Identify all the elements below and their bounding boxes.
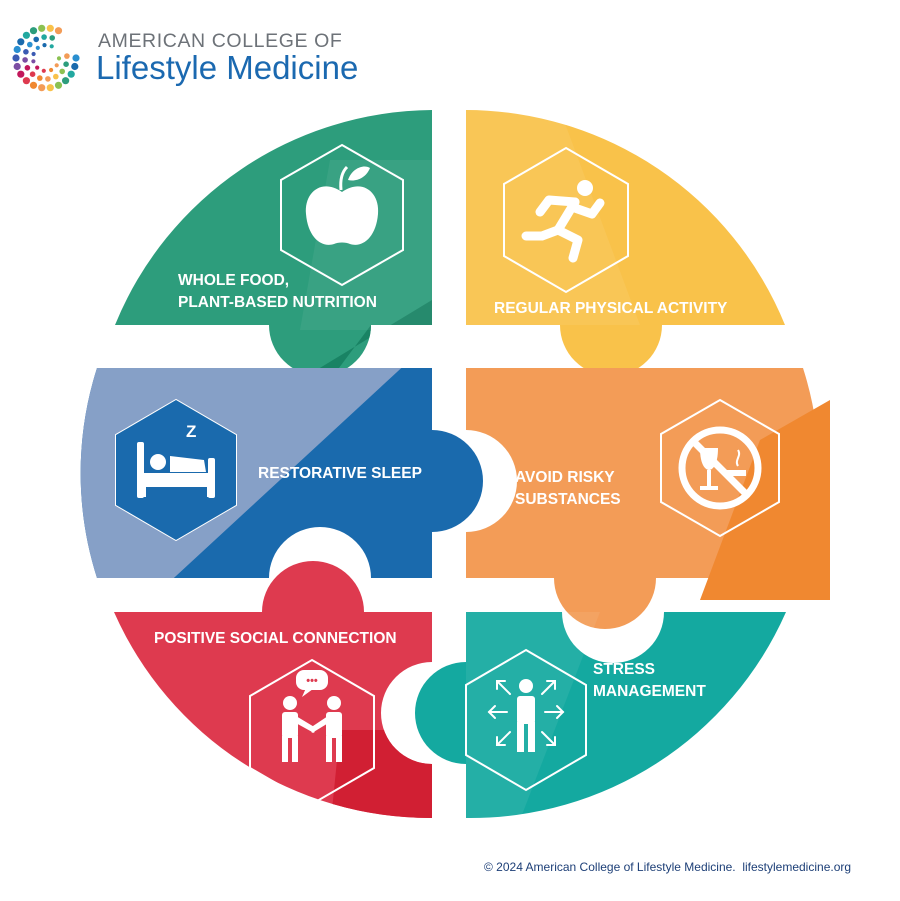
footer: © 2024 American College of Lifestyle Med… <box>484 860 851 874</box>
logo-dot <box>46 84 54 92</box>
logo-dot <box>45 76 51 82</box>
org-name-line2: Lifestyle Medicine <box>96 49 359 86</box>
logo-dot <box>54 81 63 89</box>
puzzle-piece-stress <box>415 612 786 819</box>
logo-dot <box>49 35 55 41</box>
piece-shade <box>330 730 432 819</box>
logo-dot <box>49 67 54 73</box>
logo-dot <box>22 57 28 63</box>
hexagon-frame <box>249 658 375 806</box>
pillar-sleep: Z RESTORATIVE SLEEP <box>80 368 483 578</box>
logo-dot <box>42 43 47 48</box>
logo-dot <box>59 68 65 75</box>
logo-dot <box>64 53 70 59</box>
logo-dot <box>41 34 47 40</box>
org-name-line1: AMERICAN COLLEGE OF <box>98 30 343 52</box>
logo-dot <box>46 24 54 32</box>
logo-dot <box>71 62 79 71</box>
hexagon-frame <box>280 143 404 287</box>
logo-dot <box>35 45 40 50</box>
logo-dot <box>54 63 59 68</box>
dot-ring-logo-icon <box>12 24 80 92</box>
pillar-label-sleep: RESTORATIVE SLEEP <box>258 465 422 482</box>
pillar-label-nutrition: WHOLE FOOD,PLANT-BASED NUTRITION <box>178 272 377 311</box>
logo-dot <box>38 84 46 92</box>
logo-dot <box>27 41 33 48</box>
piece-shade <box>300 300 432 376</box>
hexagon-frame <box>465 648 587 792</box>
logo-dot <box>22 31 30 39</box>
logo-dot <box>62 77 70 85</box>
logo-dot <box>37 75 43 81</box>
logo-dot <box>31 51 36 57</box>
logo-dot <box>17 70 25 78</box>
pillar-nutrition: WHOLE FOOD,PLANT-BASED NUTRITION <box>115 110 432 376</box>
hexagon-frame <box>503 146 629 294</box>
puzzle-piece-activity <box>466 110 785 376</box>
piece-shade <box>700 400 830 600</box>
logo-dot <box>35 65 40 70</box>
logo-dot <box>63 61 69 67</box>
logo-dot <box>72 54 80 62</box>
speech-dots-text: ••• <box>306 675 318 687</box>
logo-dot <box>33 36 39 43</box>
pillar-label-social: POSITIVE SOCIAL CONNECTION <box>154 630 397 647</box>
bed-icon <box>137 442 215 498</box>
pillar-social: ••• POSITIVE SOCIAL CONNECTION <box>114 561 432 819</box>
runner-icon <box>521 180 605 263</box>
logo-dot <box>41 68 46 73</box>
logo-dot <box>67 70 75 78</box>
logo-dot <box>38 24 46 32</box>
brand-logo: AMERICAN COLLEGE OF Lifestyle Medicine <box>10 22 410 94</box>
copyright-text: © 2024 American College of Lifestyle Med… <box>484 860 736 874</box>
pillar-label-activity: REGULAR PHYSICAL ACTIVITY <box>494 300 728 317</box>
logo-dot <box>29 27 38 35</box>
logo-dot <box>12 54 20 62</box>
website-link[interactable]: lifestylemedicine.org <box>742 860 852 874</box>
logo-dot <box>49 44 54 49</box>
logo-dot <box>22 77 30 85</box>
logo-dot <box>31 59 36 64</box>
logo-dot <box>54 27 63 35</box>
pillar-activity: REGULAR PHYSICAL ACTIVITY <box>466 110 785 376</box>
logo-dot <box>17 38 25 46</box>
apple-icon <box>305 165 379 245</box>
logo-dot <box>29 81 38 89</box>
conversation-icon <box>282 670 342 762</box>
piece-highlight <box>466 110 640 325</box>
stress-person-icon <box>487 679 565 752</box>
sleep-z-text: Z <box>186 422 196 441</box>
logo-dot <box>53 73 59 80</box>
no-substances-icon <box>678 426 762 510</box>
logo-dot <box>13 45 21 54</box>
hexagon-frame <box>660 398 780 538</box>
logo-dot <box>13 62 21 71</box>
logo-dot <box>29 71 36 77</box>
logo-dot <box>56 56 62 61</box>
logo-dot <box>23 49 29 55</box>
logo-dot <box>24 65 31 71</box>
